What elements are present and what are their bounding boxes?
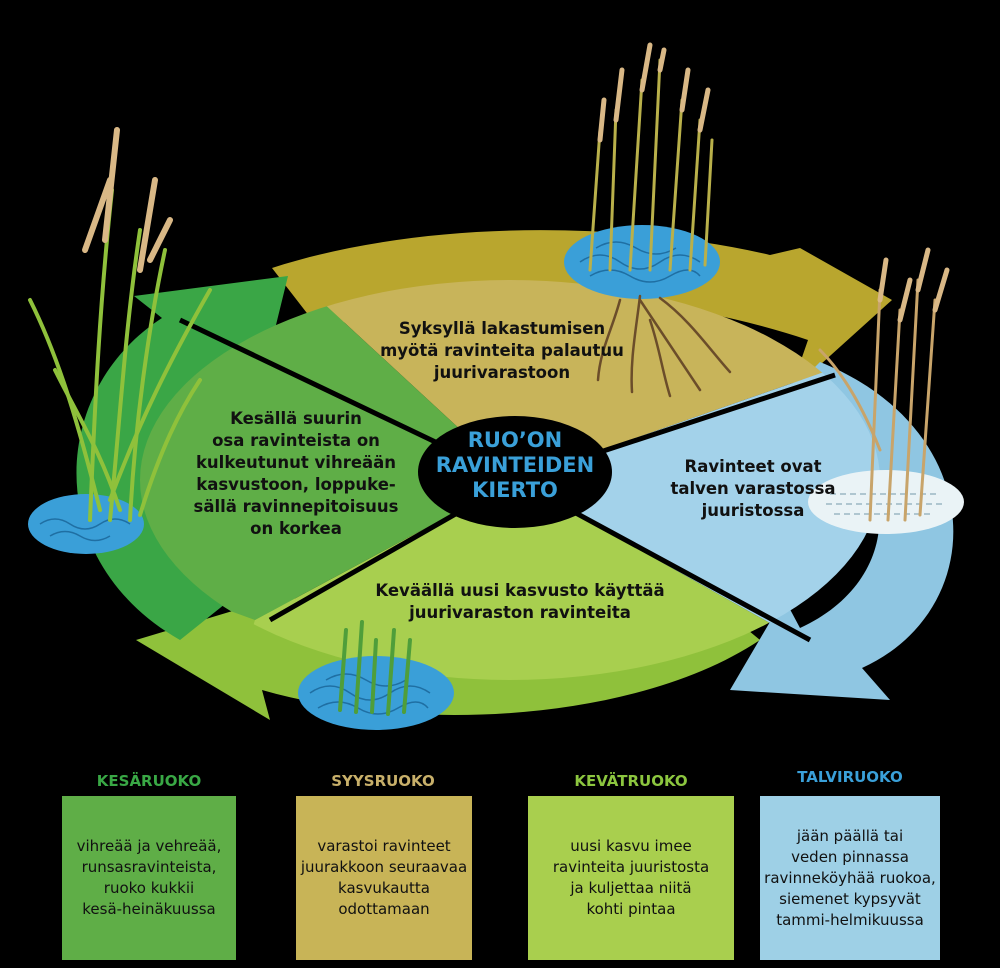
legend-title-winter: TALVIRUOKO [797, 768, 903, 786]
legend-box-spring: uusi kasvu imee ravinteita juuristosta j… [528, 796, 734, 960]
autumn-text: Syksyllä lakastumisen myötä ravinteita p… [380, 319, 624, 382]
summer-reeds [28, 127, 212, 522]
legend-title-spring: KEVÄTRUOKO [574, 772, 688, 790]
summer-text: Kesällä suurin osa ravinteista on kulkeu… [193, 409, 399, 538]
autumn-pond [564, 225, 720, 299]
summer-arrow [76, 276, 288, 640]
center-ellipse [418, 416, 612, 528]
autumn-roots [596, 294, 732, 398]
legend-box-summer: vihreää ja vehreää, runsasravinteista, r… [62, 796, 236, 960]
spring-arrow [136, 592, 760, 720]
winter-text: Ravinteet ovat talven varastossa juurist… [670, 457, 836, 520]
cycle-title: RUO’ON RAVINTEIDEN KIERTO [435, 428, 595, 502]
winter-segment [515, 370, 880, 640]
winter-reeds [818, 247, 950, 522]
autumn-reeds [588, 42, 714, 272]
legend-box-autumn: varastoi ravinteet juurakkoon seuraavaa … [296, 796, 472, 960]
summer-pond [28, 494, 144, 554]
spring-reeds [338, 620, 412, 716]
legend-title-autumn: SYYSRUOKO [331, 772, 435, 790]
winter-arrow [730, 362, 954, 700]
autumn-arrow [272, 230, 892, 392]
winter-ice-pond [808, 470, 964, 534]
legend-title-summer: KESÄRUOKO [96, 772, 202, 790]
spring-text: Keväällä uusi kasvusto käyttää juurivara… [375, 581, 665, 622]
legend-box-winter: jään päällä tai veden pinnassa ravinnekö… [760, 796, 940, 960]
